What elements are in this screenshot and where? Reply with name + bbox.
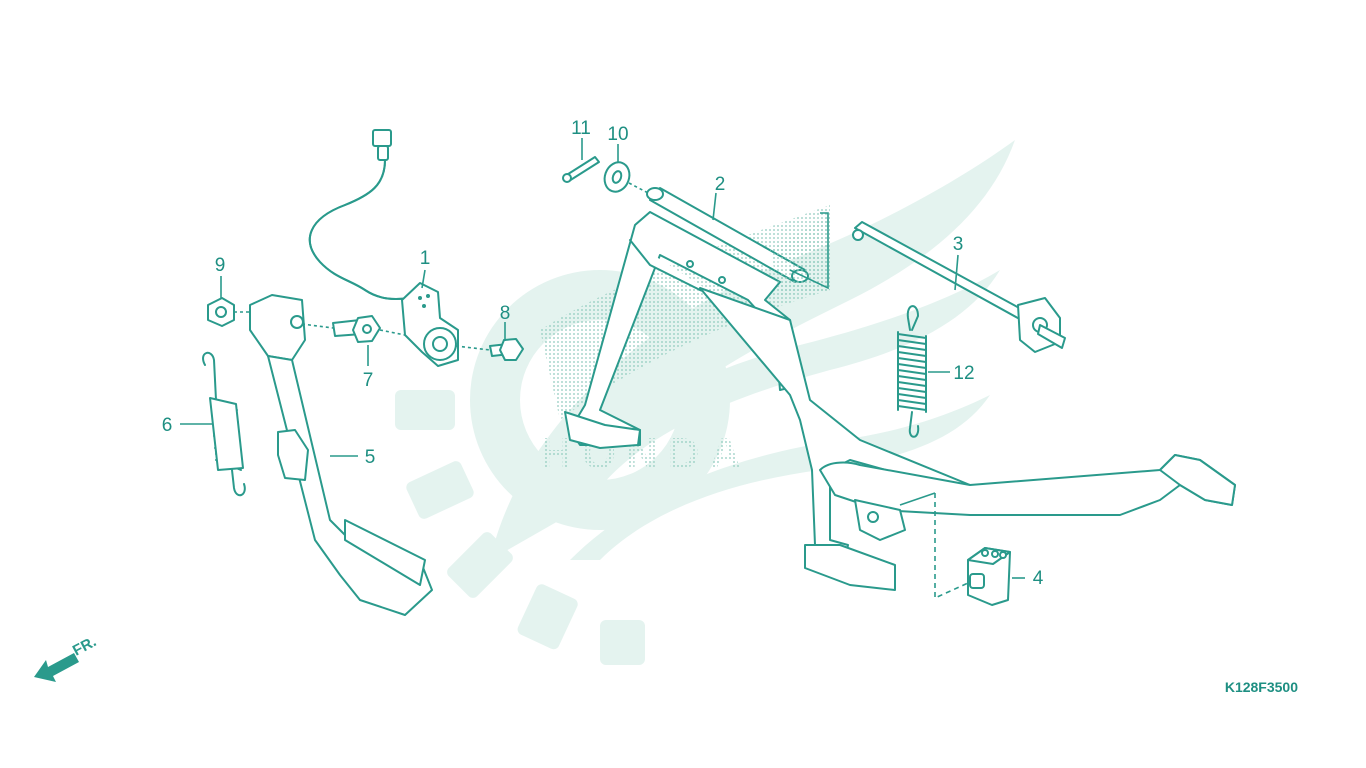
- front-direction-arrow-icon: [34, 653, 79, 682]
- callout-4: 4: [1033, 568, 1044, 589]
- main-stand-spring-icon: [897, 305, 927, 438]
- diagram-reference-code: K128F3500: [1225, 679, 1298, 695]
- side-stand-switch-icon: [308, 129, 459, 367]
- cotter-pin-icon: [562, 156, 600, 183]
- callout-9: 9: [215, 255, 226, 276]
- callout-8: 8: [500, 303, 511, 324]
- washer-icon: [603, 161, 631, 193]
- stopper-rubber-icon: [967, 547, 1011, 606]
- side-stand-spring-icon: [202, 351, 246, 497]
- callout-11: 11: [571, 118, 591, 139]
- side-stand-bar-icon: [249, 294, 433, 616]
- callout-10: 10: [607, 124, 628, 145]
- callout-5: 5: [365, 447, 376, 468]
- pivot-bolt-icon: [332, 315, 381, 343]
- callout-7: 7: [363, 370, 374, 391]
- stand-pivot-shaft-icon: [852, 221, 1066, 353]
- nut-icon: [207, 297, 235, 327]
- callout-12: 12: [953, 363, 974, 384]
- callout-6: 6: [162, 415, 173, 436]
- callout-3: 3: [953, 234, 964, 255]
- callout-2: 2: [715, 174, 726, 195]
- switch-bolt-icon: [489, 338, 524, 361]
- callout-1: 1: [420, 248, 431, 269]
- leader-lines: [180, 138, 1025, 579]
